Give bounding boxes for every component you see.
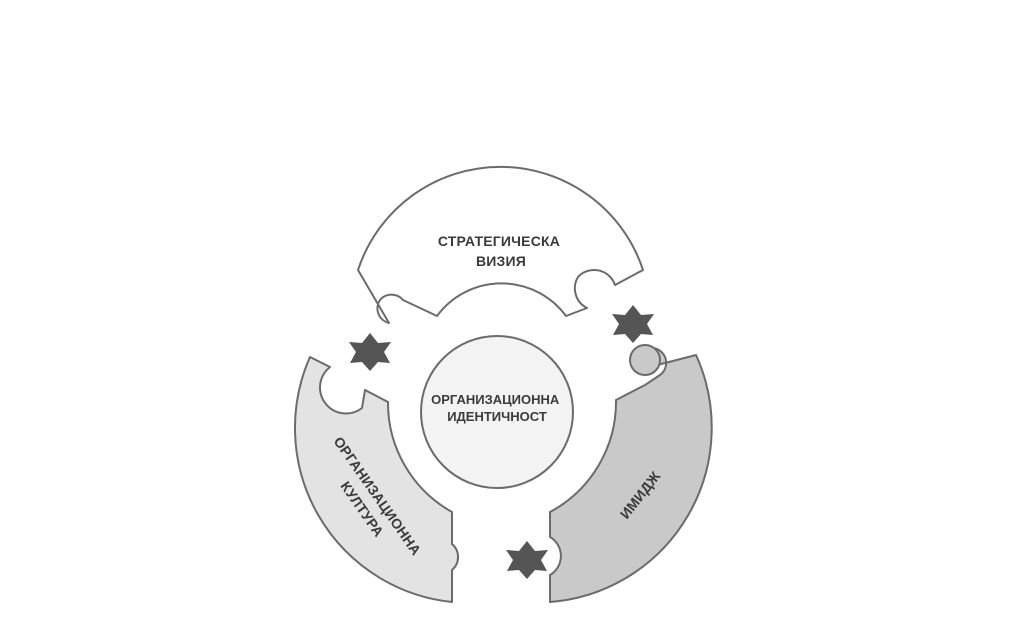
center-circle-organizational-identity: ОРГАНИЗАЦИОННА ИДЕНТИЧНОСТ [420, 335, 574, 489]
svg-text:СТРАТЕГИЧЕСКА ВИЗИЯ: СТРАТЕГИЧЕСКА ВИЗИЯ [438, 233, 564, 269]
star-icon-left [349, 333, 391, 371]
star-icon [506, 541, 548, 579]
puzzle-piece-shape [294, 356, 459, 603]
puzzle-piece-shape [549, 346, 713, 603]
star-icon-bottom [506, 541, 548, 579]
organizational-identity-label-line2: ИДЕНТИЧНОСТ [447, 409, 547, 424]
puzzle-piece-shape [357, 165, 644, 324]
puzzle-piece-image: ИМИДЖ [549, 344, 713, 603]
strategic-vision-label-line2: ВИЗИЯ [476, 253, 526, 269]
star-icon [349, 333, 391, 371]
svg-text:ОРГАНИЗАЦИОННА ИДЕНТИЧНО: ОРГАНИЗАЦИОННА ИДЕНТИЧНОСТ [431, 392, 563, 424]
star-icon-right [612, 305, 654, 343]
image-piece-knob [629, 344, 661, 376]
star-icon [612, 305, 654, 343]
organizational-identity-label-line1: ОРГАНИЗАЦИОННА [431, 392, 560, 407]
puzzle-piece-strategic-vision: СТРАТЕГИЧЕСКА ВИЗИЯ [357, 165, 644, 324]
center-circle-shape [420, 335, 574, 489]
strategic-vision-label-line1: СТРАТЕГИЧЕСКА [438, 233, 560, 249]
